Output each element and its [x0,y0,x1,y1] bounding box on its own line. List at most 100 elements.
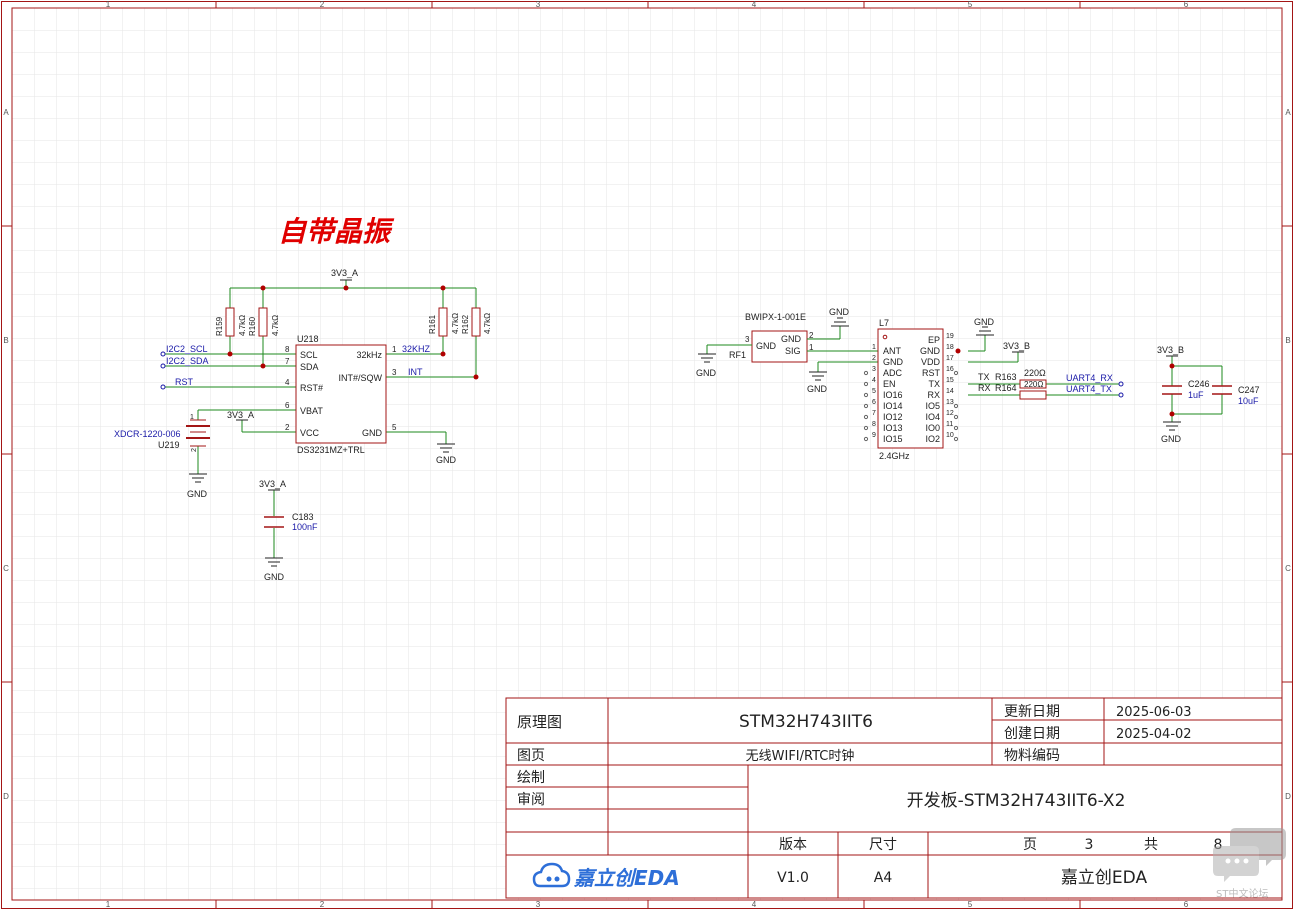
pin-name: 32kHz [356,350,382,360]
pin-number: 11 [946,421,953,428]
pin-name: IO0 [925,423,940,433]
updated-date: 2025-06-03 [1116,705,1192,720]
pin-number: 9 [872,432,876,439]
pin-number: 10 [946,432,954,439]
resistor-ref: R160 [248,316,257,336]
battery-ref: U219 [158,440,180,450]
svg-text:GND: GND [829,307,850,317]
pin-name: EN [883,379,896,389]
rtc-chip-u218 [295,344,387,444]
row-label: B [3,336,8,345]
capacitor-c246 [1162,385,1182,395]
drawn-label: 绘制 [517,770,545,786]
col-label: 5 [968,0,973,9]
size-label: 尺寸 [869,837,897,853]
pin-name: GND [920,346,941,356]
company-name: 嘉立创EDA [1061,868,1148,888]
col-label: 1 [106,0,111,9]
resistor-value: 4.7kΩ [451,313,460,334]
review-label: 审阅 [517,792,545,808]
resistor-value: 4.7kΩ [271,315,280,336]
pin-name: IO4 [925,412,940,422]
page-name: 无线WIFI/RTC时钟 [746,748,855,764]
wifi-section: BWIPX-1-001E RF1 GND GND SIG 3 2 1 [696,307,1260,461]
svg-text:3V3_A: 3V3_A [259,479,286,489]
ground-symbol [437,443,455,453]
battery-part: XDCR-1220-006 [114,429,181,439]
svg-text:GND: GND [756,341,777,351]
ground-symbol [189,473,207,483]
capacitor-c247 [1212,385,1232,395]
pin-name: ANT [883,346,902,356]
pin-number: 2 [809,331,814,340]
battery-pin-number: 1 [190,414,194,421]
updated-label: 更新日期 [1004,704,1060,720]
col-label: 2 [320,0,325,9]
battery-pin-number: 2 [191,448,198,452]
row-label: C [1285,564,1291,573]
cap-ref: C246 [1188,379,1210,389]
svg-text:GND: GND [187,489,208,499]
rtc-section: 3V3_A R159 4.7kΩ R160 4.7kΩ R161 4.7kΩ R… [114,268,492,582]
pin-number: 3 [872,366,876,373]
resistor-net: TX [978,372,990,382]
col-label: 6 [1184,900,1189,909]
pin-name: EP [928,335,940,345]
pin-name: RST# [300,383,323,393]
pin-name: SCL [300,350,318,360]
cap-value: 10uF [1238,396,1259,406]
module-label: 2.4GHz [879,451,910,461]
pin-name: SDA [300,362,319,372]
part-number-label: 物料编码 [1004,748,1060,764]
total-word: 共 [1144,837,1158,853]
pin-number: 2 [285,423,290,432]
row-label: A [1285,108,1291,117]
svg-text:3V3_B: 3V3_B [1003,341,1030,351]
page-number: 3 [1085,837,1094,853]
pin-name: RX [927,390,940,400]
resistor-r163 [1019,379,1047,389]
battery-u219 [186,419,210,447]
size-value: A4 [874,870,893,886]
row-label: B [1285,336,1290,345]
svg-text:SIG: SIG [785,346,801,356]
pin-name: IO15 [883,434,903,444]
version-value: V1.0 [777,870,809,886]
resistor-r161 [438,307,448,337]
svg-text:GND: GND [264,572,285,582]
rtc-designator: U218 [297,334,319,344]
connector-ref: RF1 [729,350,746,360]
ground-symbol [976,326,994,336]
pin-number: 19 [946,333,954,340]
cap-ref: C247 [1238,385,1260,395]
power-port-3v3-b: 3V3_B [1003,341,1030,353]
power-port-3v3-b-caps: 3V3_B [1157,345,1184,357]
svg-text:3V3_B: 3V3_B [1157,345,1184,355]
resistor-value: 4.7kΩ [238,315,247,336]
net-label-int: INT [408,367,423,377]
pin-number: 14 [946,388,954,395]
pin-number: 5 [392,423,397,432]
pin-number: 18 [946,344,954,351]
resistor-ref: R162 [461,314,470,334]
pin-name: IO13 [883,423,903,433]
pin-name: IO12 [883,412,903,422]
total-pages: 8 [1214,837,1223,853]
pin-number: 4 [285,378,290,387]
cap-ref: C183 [292,512,314,522]
pin-number: 2 [872,355,876,362]
pin-name: IO5 [925,401,940,411]
pin-name: VBAT [300,406,323,416]
rtc-part-number: DS3231MZ+TRL [297,445,365,455]
net-label-sda: I2C2_SDA [166,356,209,366]
svg-text:GND: GND [974,317,995,327]
wifi-module-l7 [877,328,944,449]
pin-name: VCC [300,428,320,438]
net-label-scl: I2C2_SCL [166,344,208,354]
row-label: D [3,792,9,801]
resistor-value: 220Ω [1024,368,1046,378]
pin-number: 1 [392,345,397,354]
col-label: 6 [1184,0,1189,9]
net-label-rst: RST [175,377,194,387]
pin-number: 1 [809,343,814,352]
